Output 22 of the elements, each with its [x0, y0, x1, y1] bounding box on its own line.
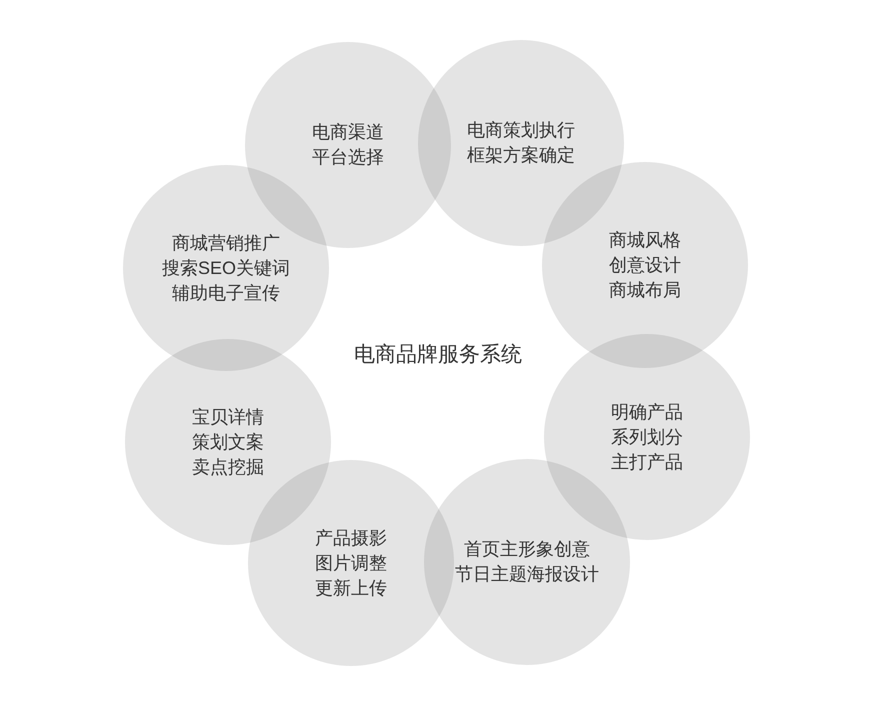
circle-label: 宝贝详情 [192, 406, 264, 428]
circle-label: 首页主形象创意 [464, 538, 590, 561]
circle-label: 商城布局 [609, 278, 681, 302]
circle-label: 辅助电子宣传 [172, 282, 280, 304]
circle-label: 主打产品 [611, 450, 683, 474]
circle-label: 商城营销推广 [172, 232, 280, 254]
circle-label: 明确产品 [611, 400, 683, 424]
circle-label: 搜索SEO关键词 [162, 256, 290, 280]
circle-label: 策划文案 [192, 430, 264, 454]
circle-label: 节日主题海报设计 [455, 563, 599, 586]
circle-label: 电商渠道 [312, 121, 384, 144]
circle-label: 产品摄影 [315, 526, 387, 550]
circle-label: 创意设计 [609, 254, 681, 276]
diagram-title: 电商品牌服务系统 [354, 342, 522, 368]
circle-label: 卖点挖掘 [192, 456, 264, 478]
circle-label: 平台选择 [312, 146, 384, 169]
circle-label: 商城风格 [609, 228, 681, 252]
circle-label: 图片调整 [315, 552, 387, 574]
circle-label: 电商策划执行 [467, 119, 575, 142]
circle-label: 框架方案确定 [467, 144, 575, 167]
circle-label: 系列划分 [611, 426, 683, 448]
circle-label: 更新上传 [315, 576, 387, 600]
